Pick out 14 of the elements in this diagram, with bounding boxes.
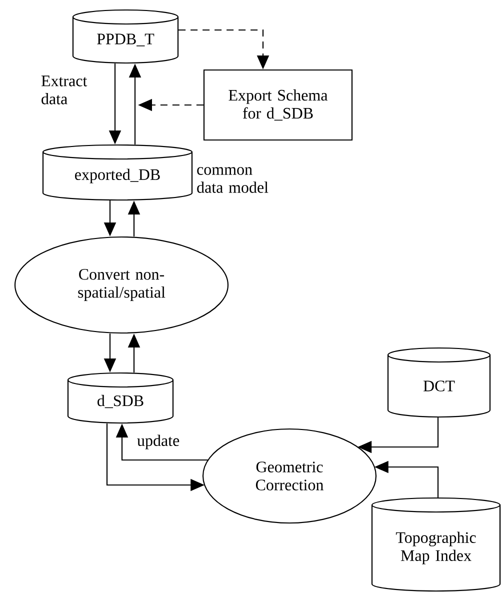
database-cylinder: DCT (387, 347, 491, 418)
node-label: Topographic Map Index (396, 532, 476, 564)
node-note: common data model (197, 167, 268, 193)
database-cylinder: d_SDB (67, 372, 174, 424)
database-cylinder: Topographic Map Index (371, 497, 501, 592)
database-cylinder: exported_DB (42, 144, 193, 201)
node-label: PPDB_T (97, 34, 154, 46)
edge-label: Extract data (41, 76, 88, 104)
node-label: DCT (423, 380, 455, 392)
node-label: d_SDB (98, 394, 144, 408)
edge-label: update (137, 434, 180, 450)
process-box: Export Schema for d_SDB (203, 69, 353, 141)
database-cylinder: PPDB_T (72, 9, 179, 64)
node-label: exported_DB (75, 168, 160, 184)
